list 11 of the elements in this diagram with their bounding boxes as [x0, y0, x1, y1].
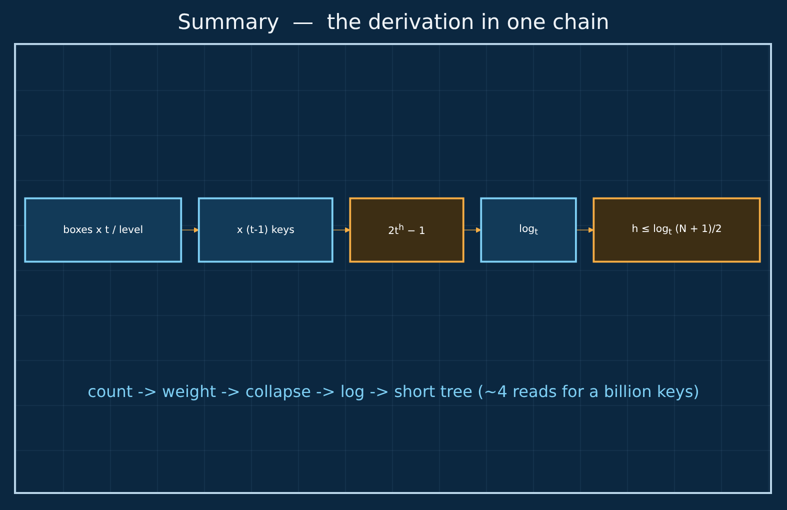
process-box: boxes x t / level: [24, 197, 182, 263]
process-box: 2t$^{h}$ − 1: [349, 197, 464, 263]
process-box: log$_{t}$: [480, 197, 577, 263]
process-box: h ≤ log$_{t}$ (N + 1)/2: [592, 197, 761, 263]
process-box: x (t-1) keys: [198, 197, 334, 263]
note-text: count -> weight -> collapse -> log -> short tree (~4 reads for a billion keys): [86, 382, 700, 401]
arrow: [180, 227, 200, 233]
arrow: [332, 227, 350, 233]
diagram-title: Summary — the derivation in one chain: [176, 10, 610, 34]
arrow: [576, 227, 594, 233]
arrow: [463, 227, 482, 233]
